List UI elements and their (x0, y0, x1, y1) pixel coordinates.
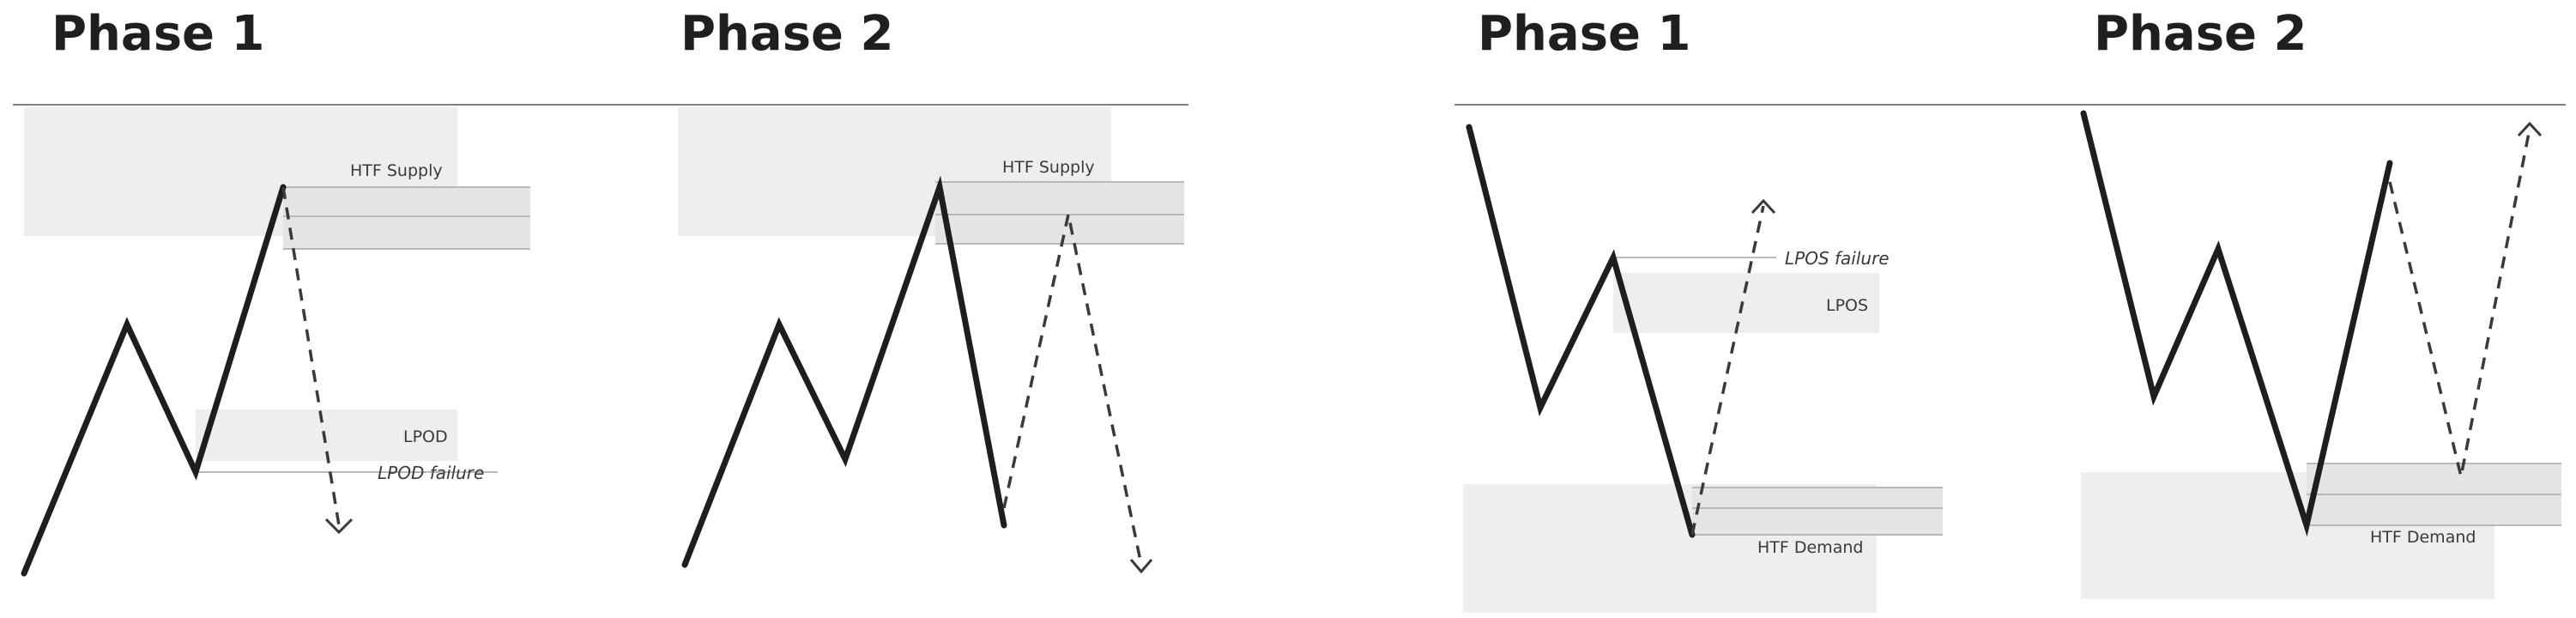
panel-4-title: Phase 2 (2094, 6, 2307, 62)
panel-3-title: Phase 1 (1478, 6, 1690, 62)
supply-band (283, 187, 530, 249)
projection-arrow-icon (1129, 559, 1153, 574)
price-path (21, 184, 287, 577)
lpos-failure-label: LPOS failure (1785, 248, 1890, 269)
panel-2: HTF Supply (678, 107, 1184, 574)
projected-path (281, 186, 341, 526)
projected-path (1690, 205, 1765, 536)
panel-3: HTF Demand LPOS LPOS failure (1463, 124, 1943, 613)
panel-2-title: Phase 2 (680, 6, 893, 62)
htf-supply-label: HTF Supply (350, 161, 443, 180)
projected-path (1002, 214, 1143, 566)
panel-1-title: Phase 1 (51, 6, 264, 62)
panel-1: HTF Supply LPOD LPOD failure (21, 107, 530, 577)
supply-band (935, 182, 1184, 244)
projected-path (2388, 128, 2531, 477)
lpod-failure-label: LPOD failure (378, 463, 484, 483)
lpod-label: LPOD (403, 427, 448, 446)
htf-demand-label: HTF Demand (1757, 538, 1863, 557)
demand-band (1692, 488, 1943, 535)
projection-arrow-icon (2517, 121, 2543, 137)
price-path (2080, 110, 2393, 537)
htf-demand-label: HTF Demand (2370, 528, 2476, 547)
projection-arrow-icon (1751, 198, 1776, 215)
panel-4: HTF Demand (2080, 110, 2561, 599)
price-path (1466, 124, 1696, 538)
projection-arrow-icon (324, 518, 354, 535)
htf-supply-label: HTF Supply (1002, 158, 1095, 177)
price-path (681, 175, 1007, 568)
lpos-label: LPOS (1826, 296, 1868, 315)
